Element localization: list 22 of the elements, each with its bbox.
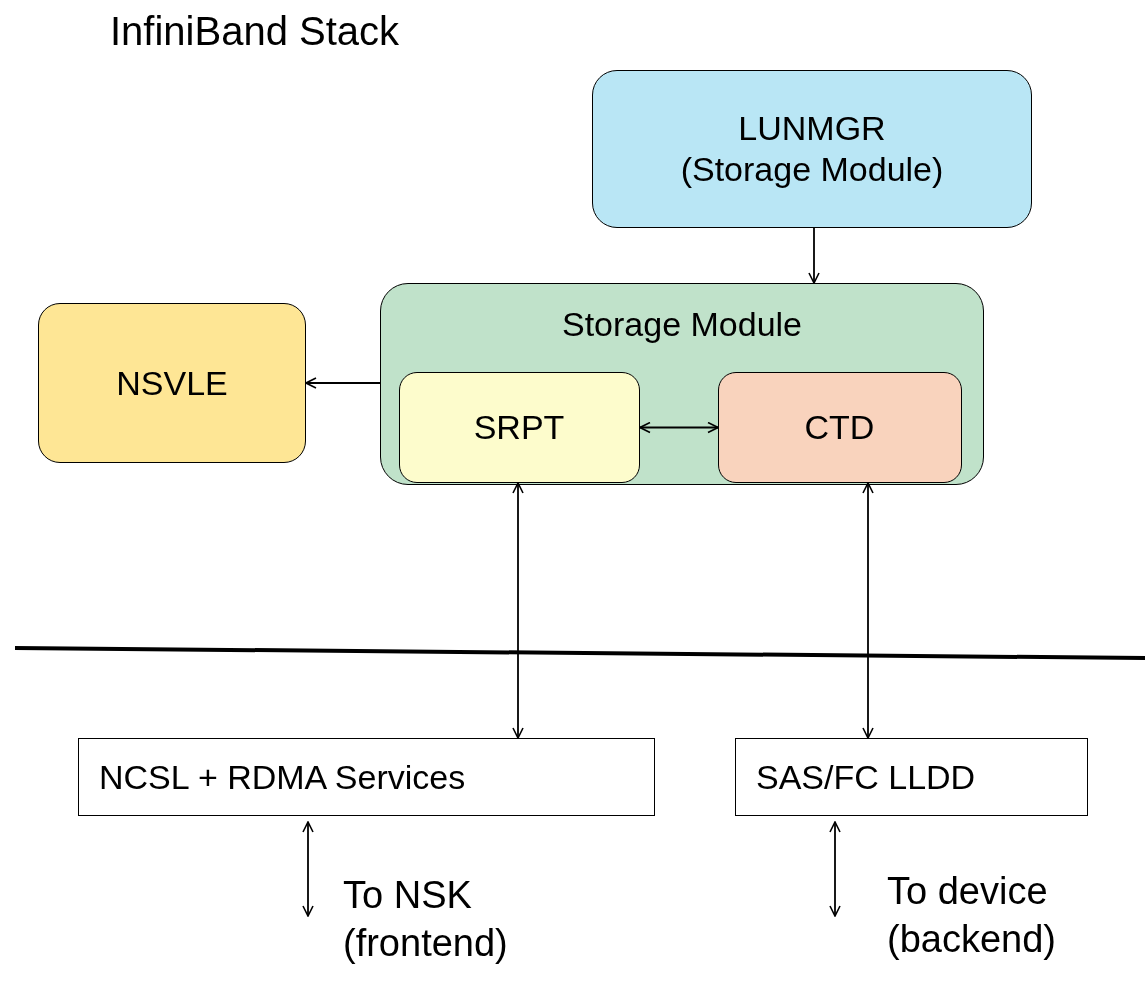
- layer-box: [735, 738, 1088, 816]
- module-box: [38, 303, 306, 463]
- note-text: To device (backend): [887, 869, 1057, 962]
- module-box: [592, 70, 1032, 228]
- diagram-title: InfiniBand Stack: [110, 8, 400, 55]
- container-box: [380, 283, 984, 485]
- arrow: [302, 821, 314, 917]
- layer-box: [78, 738, 655, 816]
- node-label: Storage Module: [561, 304, 802, 345]
- module-box: [717, 371, 962, 483]
- arrow: [305, 377, 381, 389]
- arrow: [829, 821, 841, 917]
- node-label: CTD: [804, 406, 875, 448]
- node-label: NSVLE: [116, 362, 228, 404]
- module-box: [398, 371, 640, 483]
- arrow: [808, 227, 820, 284]
- node-label: SRPT: [473, 406, 565, 448]
- arrow: [639, 421, 719, 434]
- node-label: LUNMGR (Storage Module): [679, 108, 945, 190]
- note-text: To NSK (frontend): [343, 873, 509, 966]
- node-label: NCSL + RDMA Services: [99, 756, 466, 798]
- node-label: SAS/FC LLDD: [756, 756, 976, 798]
